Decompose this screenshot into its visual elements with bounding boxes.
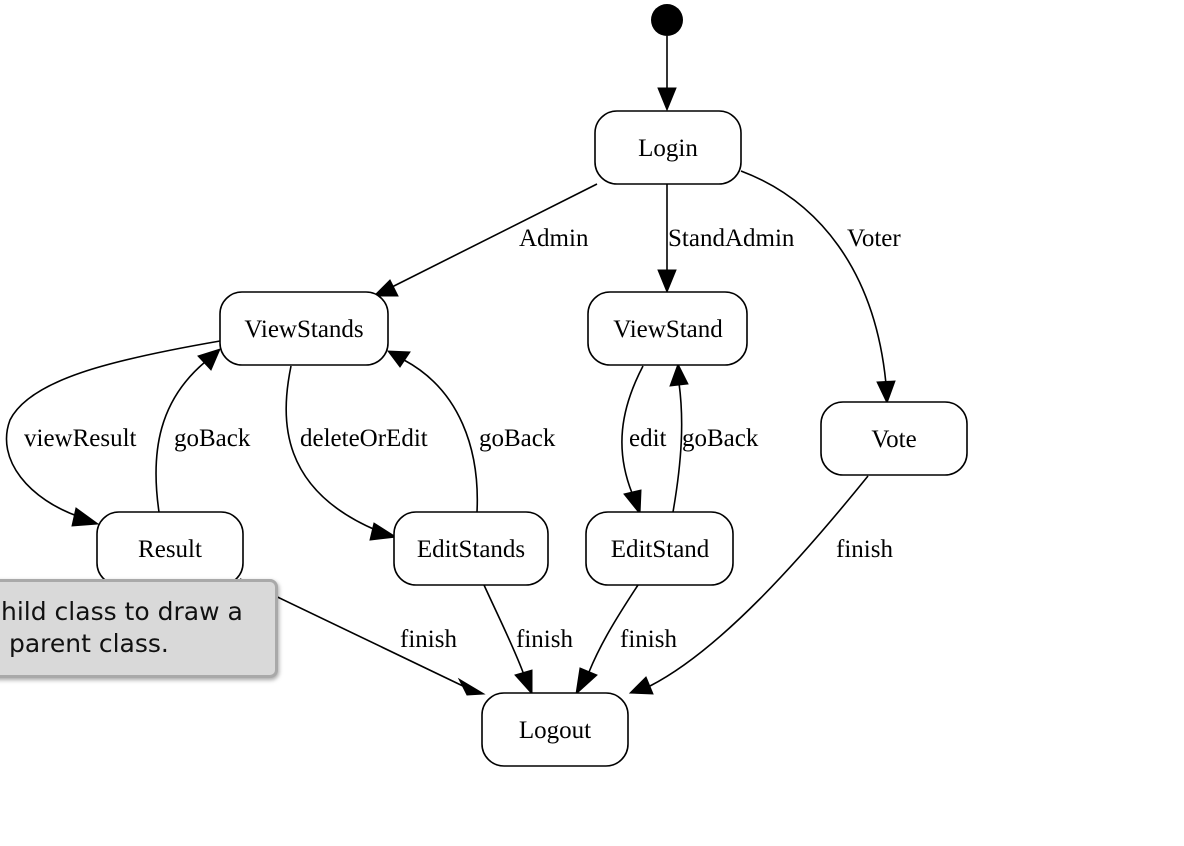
initial-state-dot [651,4,683,36]
label-finish-editstand: finish [620,626,677,653]
tooltip-line-2: parent class. [1,629,169,658]
label-finish-editstands: finish [516,626,573,653]
transition-edit [621,365,644,516]
state-logout-label: Logout [519,717,591,744]
label-edit: edit [629,425,667,452]
state-editstands-label: EditStands [417,536,525,563]
state-logout[interactable]: Logout [481,692,629,767]
transition-voter [740,170,896,405]
initial-transition-arrowhead [657,87,677,112]
label-goback-editstands: goBack [479,425,556,452]
state-editstand-label: EditStand [611,536,710,563]
transition-standadmin [657,184,677,294]
state-login-label: Login [638,135,698,162]
state-viewstands[interactable]: ViewStands [219,291,389,366]
transition-finish-editstands [483,584,533,696]
state-viewstand[interactable]: ViewStand [587,291,748,366]
state-vote-label: Vote [871,426,916,453]
transition-finish-vote [628,475,869,695]
label-finish-result: finish [400,626,457,653]
label-deleteoredit: deleteOrEdit [300,425,428,452]
state-viewstand-label: ViewStand [613,316,723,343]
state-editstands[interactable]: EditStands [393,511,549,586]
transition-goback-editstand [669,362,689,513]
tooltip-popup: hild class to draw a parent class. [0,579,278,678]
transition-finish-editstand [575,584,639,696]
label-standadmin: StandAdmin [668,225,795,252]
transition-viewresult [5,340,221,527]
state-result[interactable]: Result [96,511,244,586]
tooltip-line-1: hild class to draw a [1,597,243,626]
transition-goback-editstands [386,350,479,513]
label-finish-vote: finish [836,536,893,563]
transition-admin [372,183,598,297]
transition-deleteoredit [285,365,398,541]
label-goback-result: goBack [174,425,251,452]
label-goback-editstand: goBack [682,425,759,452]
state-editstand[interactable]: EditStand [585,511,734,586]
label-voter: Voter [847,225,901,252]
label-admin: Admin [519,225,589,252]
state-vote[interactable]: Vote [820,401,968,476]
state-login[interactable]: Login [594,110,742,185]
state-viewstands-label: ViewStands [244,316,363,343]
transition-goback-result [155,348,221,513]
state-result-label: Result [138,536,202,563]
label-viewresult: viewResult [24,425,137,452]
